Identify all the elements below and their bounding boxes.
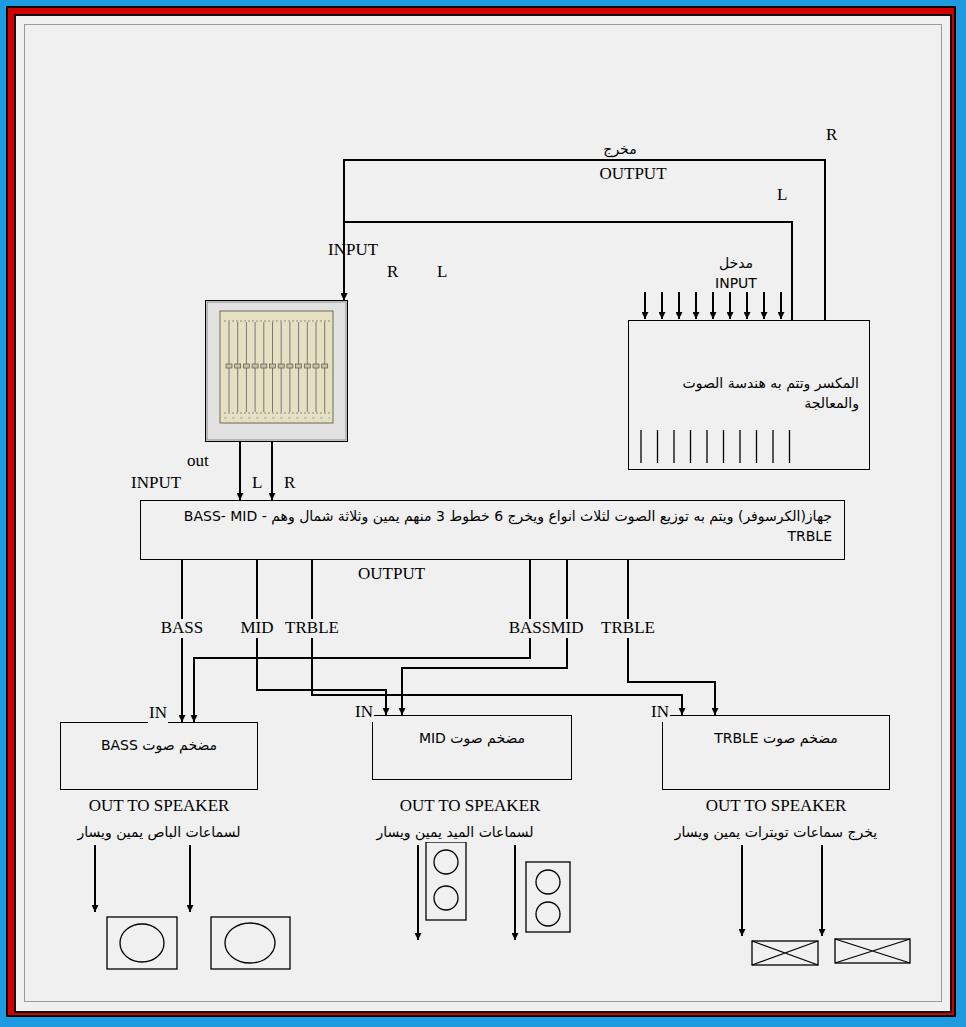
wire-label: R xyxy=(283,474,296,493)
signal-label: مخرج xyxy=(602,139,637,159)
wire-label: TRBLE xyxy=(284,619,340,638)
wire-label: L xyxy=(251,474,263,493)
eq-slider-knob xyxy=(313,364,319,368)
mixer-fader xyxy=(756,430,757,463)
mixer-input-arrow xyxy=(678,292,680,319)
amplifier-text: مضخم صوت TRBLE xyxy=(671,728,881,748)
amplifier-box: مضخم صوت BASS xyxy=(60,722,258,790)
signal-label: out xyxy=(186,452,210,471)
signal-label: INPUT xyxy=(130,474,182,493)
eq-slider-knob xyxy=(252,364,258,368)
eq-scale xyxy=(224,321,330,322)
crossover-text: جهاز(الكرسوفر) ويتم به توزيع الصوت لثلاث… xyxy=(153,506,832,547)
wire-label: BASS xyxy=(160,619,205,638)
signal-wire xyxy=(257,560,386,715)
signal-wire xyxy=(194,560,530,722)
output-label: OUT TO SPEAKER xyxy=(399,797,542,816)
mixer-input-arrow xyxy=(780,292,782,319)
mixer-fader xyxy=(772,430,773,463)
output-label: OUT TO SPEAKER xyxy=(705,797,848,816)
mixer-input-arrow xyxy=(746,292,748,319)
eq-scale xyxy=(224,418,330,419)
input-label: IN xyxy=(148,704,168,723)
mixer-input-arrow xyxy=(644,292,646,319)
wire-label: R xyxy=(825,126,838,145)
mixer-fader xyxy=(690,430,691,463)
mixer-fader xyxy=(673,430,674,463)
wire-label: TRBLE xyxy=(600,619,656,638)
mixer-text: المكسر وتتم به هندسة الصوت والمعالجة xyxy=(639,373,859,414)
channel-label: L xyxy=(436,263,448,282)
wire-label: BASS xyxy=(508,619,553,638)
eq-scale xyxy=(224,413,330,414)
signal-wire xyxy=(271,442,273,500)
mixer-fader xyxy=(739,430,740,463)
signal-label: OUTPUT xyxy=(598,165,667,184)
eq-slider-knob xyxy=(304,364,310,368)
eq-slider-knob xyxy=(322,364,328,368)
speakers xyxy=(95,842,910,969)
signal-wire xyxy=(344,160,825,320)
signal-wire xyxy=(402,560,567,715)
eq-slider-knob xyxy=(243,364,249,368)
speaker-note: يخرج سماعات تويترات يمين ويسار xyxy=(674,822,878,842)
mixer-input-arrow xyxy=(661,292,663,319)
crossover-box: جهاز(الكرسوفر) ويتم به توزيع الصوت لثلاث… xyxy=(140,500,845,560)
wire-label: MID xyxy=(239,619,274,638)
box-heading: OUTPUT xyxy=(358,565,425,584)
eq-slider-knob xyxy=(226,364,232,368)
mixer-fader xyxy=(706,430,707,463)
mixer-fader xyxy=(657,430,658,463)
signal-wire xyxy=(181,560,183,722)
equalizer-picture xyxy=(207,302,346,440)
eq-slider-knob xyxy=(278,364,284,368)
wire-label: L xyxy=(776,186,788,205)
signal-wire xyxy=(312,560,682,715)
mixer-input-arrow xyxy=(729,292,731,319)
eq-slider-knob xyxy=(287,364,293,368)
speaker-note: لسماعات الباص يمين ويسار xyxy=(77,822,242,842)
box-heading: INPUT xyxy=(328,241,378,260)
mixer-fader xyxy=(723,430,724,463)
amplifier-box: مضخم صوت MID xyxy=(372,715,572,780)
output-label: OUT TO SPEAKER xyxy=(88,797,231,816)
eq-slider-knob xyxy=(261,364,267,368)
mixer-input-arrow xyxy=(712,292,714,319)
eq-slider-knob xyxy=(270,364,276,368)
eq-slider-knob xyxy=(296,364,302,368)
amplifier-text: مضخم صوت BASS xyxy=(69,735,249,755)
amplifier-text: مضخم صوت MID xyxy=(381,728,563,748)
mixer-input-arrow xyxy=(695,292,697,319)
signal-wire xyxy=(344,222,792,320)
eq-slider-knob xyxy=(235,364,241,368)
signal-wire xyxy=(239,442,241,500)
input-label: IN xyxy=(354,703,374,722)
mixer-fader xyxy=(640,430,641,463)
mixer-box: مدخل INPUTالمكسر وتتم به هندسة الصوت وال… xyxy=(628,320,870,470)
amplifier-box: مضخم صوت TRBLE xyxy=(662,715,890,790)
input-label: IN xyxy=(650,703,670,722)
wire-label: MID xyxy=(549,619,584,638)
speaker-note: لسماعات الميد يمين ويسار xyxy=(375,822,534,842)
mixer-fader xyxy=(789,430,790,463)
channel-label: R xyxy=(386,263,399,282)
box-heading: مدخل INPUT xyxy=(701,253,771,294)
mixer-input-arrow xyxy=(763,292,765,319)
equalizer-box: INPUT xyxy=(205,300,348,442)
